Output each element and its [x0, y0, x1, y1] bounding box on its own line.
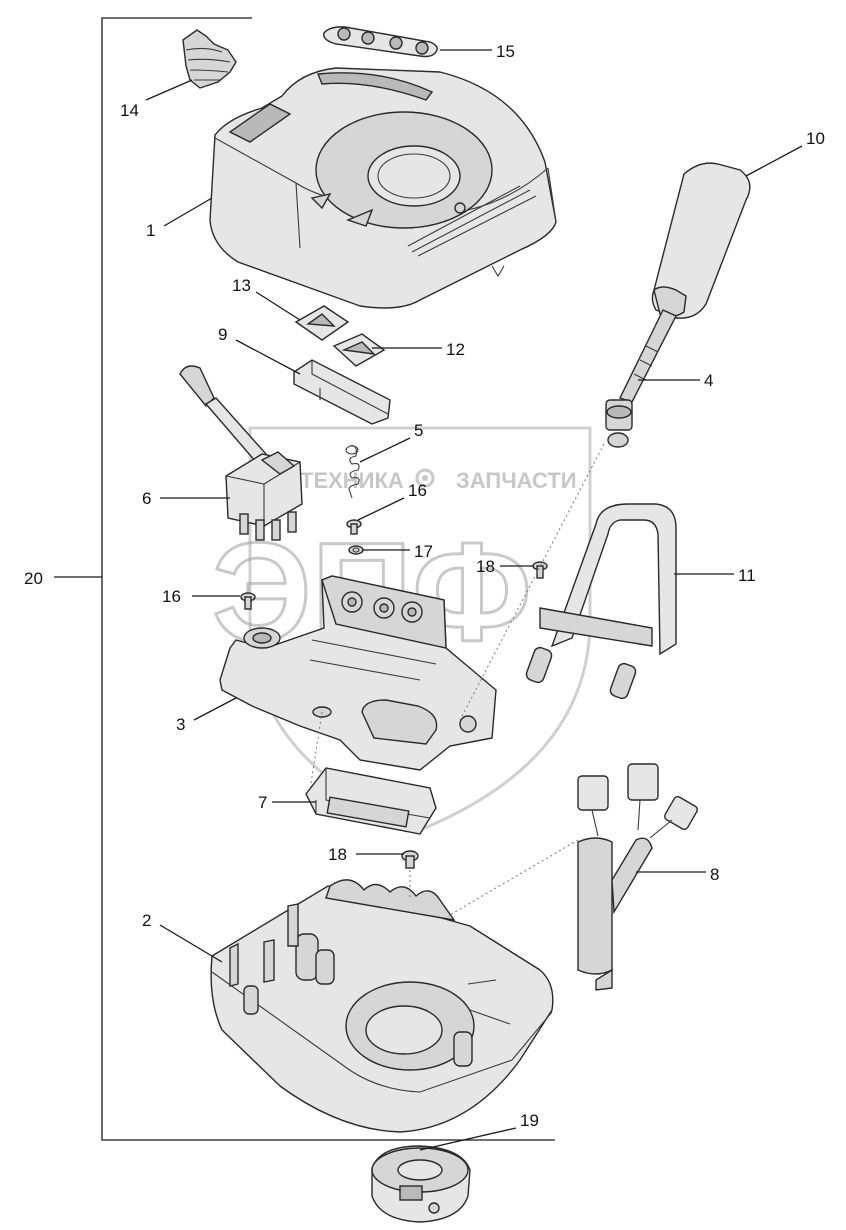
callout-18-right: 18 [476, 557, 495, 576]
slider-block [293, 359, 391, 425]
callout-16-upper: 16 [408, 481, 427, 500]
wiring-harness [577, 763, 698, 991]
leader-lines [54, 49, 803, 1151]
alignment-line-2 [459, 443, 605, 721]
callout-18-lower: 18 [328, 845, 347, 864]
callout-3: 3 [176, 715, 185, 734]
callout-1: 1 [146, 221, 155, 240]
callout-20: 20 [24, 569, 43, 588]
callout-7: 7 [258, 793, 267, 812]
screw-upper [346, 519, 362, 535]
gear-icon [415, 468, 435, 488]
bottom-housing [210, 879, 554, 1133]
callout-4: 4 [704, 371, 713, 390]
callout-6: 6 [142, 489, 151, 508]
watermark-right-text: ЗАПЧАСТИ [456, 468, 577, 493]
callout-13: 13 [232, 276, 251, 295]
assembly-bracket [101, 17, 555, 1141]
callout-labels: 1 2 3 4 5 6 7 8 9 10 11 12 13 14 15 16 1… [24, 42, 825, 1130]
callout-11: 11 [738, 566, 756, 585]
callout-9: 9 [218, 325, 227, 344]
callout-2: 2 [142, 911, 151, 930]
connector-bracket [305, 767, 437, 835]
callout-17: 17 [414, 542, 433, 561]
lever-rod [605, 309, 677, 448]
callout-5: 5 [414, 421, 423, 440]
alignment-line-4 [309, 711, 323, 791]
callout-10: 10 [806, 129, 825, 148]
callout-16-left: 16 [162, 587, 181, 606]
callout-19: 19 [520, 1111, 539, 1130]
spring [345, 445, 360, 499]
switch-assembly [179, 365, 303, 541]
callout-8: 8 [710, 865, 719, 884]
knob-handle [651, 162, 751, 319]
u-bracket [525, 503, 677, 700]
pin-lower [401, 850, 419, 869]
callout-15: 15 [496, 42, 515, 61]
triangle-button-right [332, 333, 386, 367]
top-cover [209, 67, 557, 309]
washer [348, 545, 364, 555]
screw-left [240, 592, 256, 610]
callout-12: 12 [446, 340, 465, 359]
triangle-button-left [294, 305, 350, 341]
callout-14: 14 [120, 101, 139, 120]
pin-right [532, 561, 548, 579]
rubber-boot [182, 29, 237, 89]
alignment-line-3 [447, 839, 579, 917]
indicator-strip [323, 26, 438, 58]
ring-nut [371, 1145, 471, 1223]
